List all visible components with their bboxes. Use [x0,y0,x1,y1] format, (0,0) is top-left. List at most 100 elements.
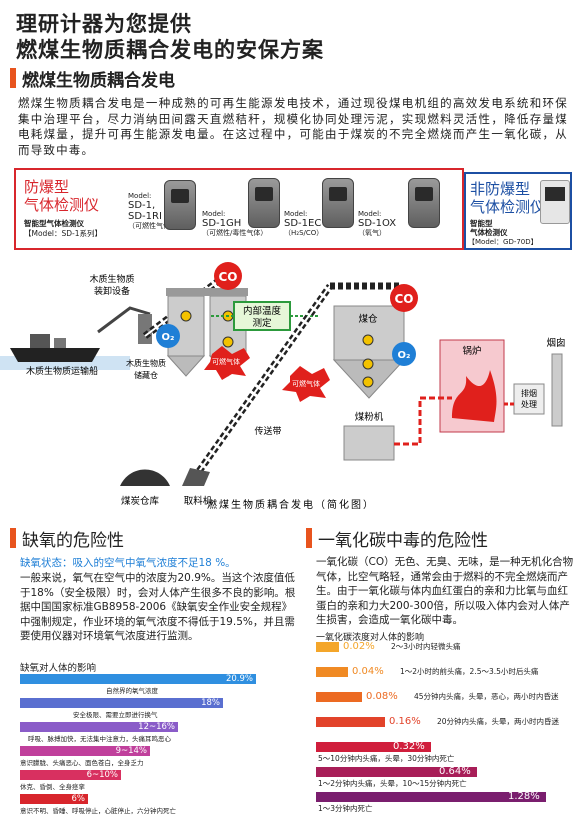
product-sd1gh: Model: SD-1GH （可燃性/毒性气体） [202,210,268,237]
coal-pile [120,469,170,486]
co-level-note: 1～2小时的前头痛，2.5～3.5小时后头痛 [400,667,539,676]
co-level-value: 1.28% [508,791,540,802]
oxygen-level-note: 安全极限、需要立即进行换气 [73,711,158,719]
o2-indicator-2 [392,342,416,366]
detector-sd1gh-image [248,178,280,228]
loader-crane [97,306,151,334]
nep-model: 【Model：GD-70D】 [468,238,538,246]
ep-title-2: 气体检测仪 [24,196,100,214]
co-level-bar [316,792,546,802]
co-level-note: 1～3分钟内死亡 [318,804,373,813]
exhaust-treatment [513,383,545,415]
oxygen-level-bar: 6% [20,794,88,804]
co-level-note: 1～2分钟内头痛，头晕，10～15分钟内死亡 [318,779,467,788]
co-paragraph: 一氧化碳（CO）无色、无臭、无味，是一种无机化合物气体，比空气略轻，通常会由于燃… [316,556,574,626]
svg-text:CO: CO [394,292,413,306]
oxygen-level-bar: 12~16% [20,722,178,732]
svg-text:排烟: 排烟 [521,388,537,398]
co-level-bar [316,742,431,752]
co-level-bar [316,767,477,777]
o2-label-1: O₂ [162,332,175,343]
co-level-bar [316,642,339,652]
co-level-bar [316,667,348,677]
co-level-note: 2～3小时内轻微头痛 [391,642,461,651]
detector-sd1-image [164,180,196,230]
combustible-warning-2 [282,366,330,402]
co-level-note: 5～10分钟内头痛，头晕，30分钟内死亡 [318,754,455,763]
o2-indicator-1 [156,324,180,348]
co-level-value: 0.32% [393,741,425,752]
product-sd1ec: Model: SD-1EC （H₂S/CO） [284,210,324,237]
nep-sub1: 智能型 [470,219,493,228]
svg-text:木质生物质: 木质生物质 [89,273,134,285]
oxygen-level-note: 自然界的氧气浓度 [106,687,158,695]
product-sd1: Model: SD-1, SD-1RI （可燃性气体） [128,192,177,230]
ep-model-series: 【Model：SD-1系列】 [24,229,103,238]
svg-text:处理: 处理 [521,399,537,409]
fuel-flow [394,396,452,446]
chimney [551,353,563,427]
reclaimer [182,468,210,486]
oxygen-level-note: 意识不明、昏睡、呼吸停止，心脏停止，六分钟内死亡 [20,807,176,815]
co-warning-2 [390,284,418,312]
product-sd1ox: Model: SD-1OX （氧气） [358,210,397,237]
co-impact-chart: 0.02% 2～3小时内轻微头痛 0.04% 1～2小时的前头痛，2.5～3.5小时后… [316,641,578,822]
oxygen-impact-title: 缺氧对人体的影响 [20,663,97,674]
svg-text:测定: 测定 [252,317,272,329]
co-level-note: 45分钟内头痛，头晕，恶心，两小时内昏迷 [414,692,559,701]
oxygen-level-note: 意识朦胧、头痛恶心、面色苍白，全身乏力 [20,759,144,767]
nep-title-2: 气体检测仪 [470,198,546,216]
ep-subtitle: 智能型气体检测仪 [24,219,84,228]
oxygen-impact-chart: 20.9% 自然界的氧气浓度 18% 安全极限、需要立即进行换气 12~16% 呼吸、脉搏… [20,674,280,824]
page-title-line1: 理研计器为您提供 [16,12,192,36]
co-level-bar [316,717,385,727]
co-level-bar [316,692,362,702]
nep-title-1: 非防爆型 [470,180,531,198]
oxygen-level-note: 休克、昏倒、全身痉挛 [20,783,85,791]
svg-text:煤炭仓库: 煤炭仓库 [121,495,160,507]
ship [10,348,100,362]
svg-text:木质生物质运输船: 木质生物质运输船 [26,365,98,377]
coal-mill [343,425,395,461]
svg-text:烟囱: 烟囱 [546,337,565,349]
co-label-1: CO [218,270,237,284]
section-marker [10,68,16,88]
svg-text:取料机: 取料机 [184,495,213,507]
nep-sub2: 气体检测仪 [470,228,508,237]
svg-text:可燃气体: 可燃气体 [292,379,320,388]
ep-title-1: 防爆型 [24,178,70,196]
detector-sd1ox-image [408,178,440,228]
svg-text:装卸设备: 装卸设备 [94,285,130,297]
svg-text:内部温度: 内部温度 [243,305,282,317]
section-title-coupling: 燃煤生物质耦合发电 [22,71,175,91]
oxygen-level-bar: 6~10% [20,770,121,780]
oxygen-level-bar: 9~14% [20,746,150,756]
co-warning-1 [214,262,242,290]
co-level-value: 0.04% [352,666,384,677]
svg-text:锅炉: 锅炉 [462,345,481,357]
co-level-value: 0.02% [343,641,375,652]
coal-bin [333,305,405,361]
page-title-line2: 燃煤生物质耦合发电的安保方案 [16,38,324,62]
co-level-value: 0.08% [366,691,398,702]
fire-icon [452,370,497,422]
oxygen-level-bar: 20.9% [20,674,256,684]
oxygen-paragraph: 一般来说，氧气在空气中的浓度为20.9%。当这个浓度值低于18%（安全极限）时，… [20,572,296,642]
co-level-value: 0.64% [439,766,471,777]
section-marker-oxygen [10,528,16,548]
co-level-note: 20分钟内头痛，头晕，两小时内昏迷 [437,717,560,726]
section-marker-co [306,528,312,548]
diagram-caption: 燃煤生物质耦合发电（简化图） [207,498,375,511]
detector-gd70d-image [540,180,570,224]
non-explosion-proof-panel: 非防爆型 气体检测仪 智能型 气体检测仪 【Model：GD-70D】 [464,172,572,250]
oxygen-level-note: 呼吸、脉搏加快，无法集中注意力，头痛耳鸣恶心 [28,735,171,743]
coal-bin-label: 煤仓 [358,313,378,325]
section-title-oxygen: 缺氧的危险性 [22,531,124,551]
section-title-co: 一氧化碳中毒的危险性 [318,531,488,551]
co-impact-title: 一氧化碳浓度对人体的影响 [316,633,425,643]
oxygen-level-bar: 18% [20,698,223,708]
oxygen-state: 缺氧状态：吸入的空气中氧气浓度不足18 %。 [20,557,236,569]
combustible-label-1: 可燃气体 [212,357,240,366]
svg-text:木质生物质: 木质生物质 [126,358,166,368]
co-level-value: 0.16% [389,716,421,727]
